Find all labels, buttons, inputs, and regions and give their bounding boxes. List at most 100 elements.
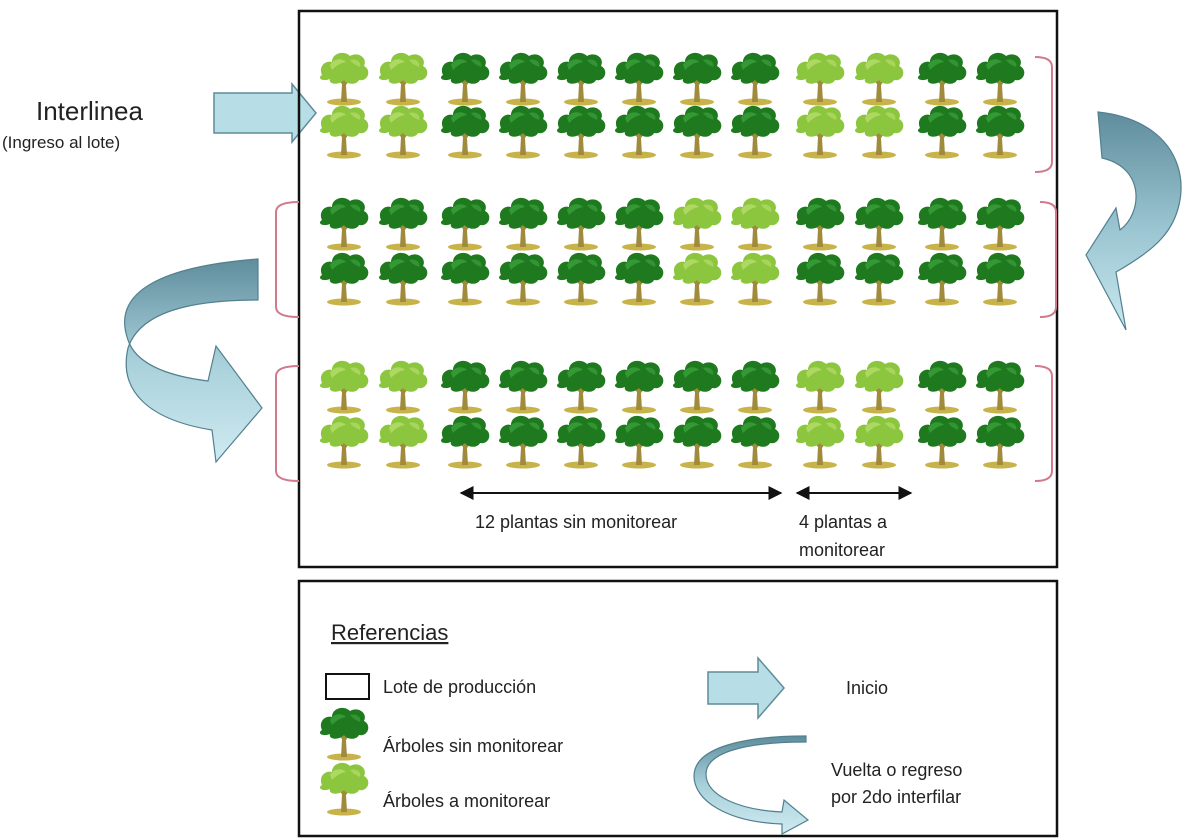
tree-unmonitored-icon: [319, 707, 369, 761]
legend-title: Referencias: [331, 620, 448, 645]
tree-unmonitored-icon: [917, 360, 967, 414]
tree-unmonitored-icon: [854, 197, 904, 251]
tree-unmonitored-icon: [975, 360, 1025, 414]
tree-unmonitored-icon: [440, 415, 490, 469]
tree-monitor-icon: [672, 197, 722, 251]
tree-unmonitored-icon: [614, 197, 664, 251]
measure-monitored-label-1: 4 plantas a: [799, 512, 888, 532]
tree-unmonitored-icon: [378, 197, 428, 251]
legend-vuelta-label-1: Vuelta o regreso: [831, 760, 962, 780]
legend-inicio-arrow: [707, 655, 785, 721]
tree-unmonitored-icon: [854, 252, 904, 306]
tree-unmonitored-icon: [556, 197, 606, 251]
tree-unmonitored-icon: [975, 252, 1025, 306]
tree-monitor-icon: [378, 360, 428, 414]
tree-monitor-icon: [795, 105, 845, 159]
return-arrow-left: [124, 258, 263, 464]
tree-unmonitored-icon: [730, 360, 780, 414]
return-arrow-right: [1085, 111, 1182, 331]
tree-monitor-icon: [319, 105, 369, 159]
tree-unmonitored-icon: [556, 415, 606, 469]
tree-unmonitored-icon: [440, 52, 490, 106]
tree-unmonitored-icon: [917, 105, 967, 159]
legend-inicio-label: Inicio: [846, 678, 888, 698]
tree-unmonitored-icon: [917, 252, 967, 306]
measure-monitored-label-2: monitorear: [799, 540, 885, 560]
legend-light-label: Árboles a monitorear: [383, 791, 550, 811]
bracket-right-pair2: [1039, 201, 1057, 318]
tree-monitor-icon: [854, 52, 904, 106]
tree-unmonitored-icon: [614, 252, 664, 306]
tree-unmonitored-icon: [378, 252, 428, 306]
tree-unmonitored-icon: [498, 105, 548, 159]
tree-unmonitored-icon: [795, 197, 845, 251]
tree-grid: [319, 52, 1025, 469]
tree-monitor-icon: [319, 762, 369, 816]
tree-unmonitored-icon: [440, 105, 490, 159]
tree-monitor-icon: [378, 415, 428, 469]
tree-unmonitored-icon: [975, 415, 1025, 469]
tree-monitor-icon: [795, 52, 845, 106]
tree-monitor-icon: [378, 52, 428, 106]
measure-unmonitored-label: 12 plantas sin monitorear: [475, 512, 677, 532]
tree-unmonitored-icon: [917, 415, 967, 469]
tree-unmonitored-icon: [917, 197, 967, 251]
legend-dark-tree-icon: [319, 707, 369, 761]
bracket-right-pair1: [1034, 56, 1053, 173]
tree-unmonitored-icon: [917, 52, 967, 106]
tree-monitor-icon: [378, 105, 428, 159]
tree-unmonitored-icon: [556, 52, 606, 106]
tree-unmonitored-icon: [975, 197, 1025, 251]
tree-unmonitored-icon: [614, 415, 664, 469]
bracket-right-pair3: [1034, 365, 1053, 482]
tree-unmonitored-icon: [730, 52, 780, 106]
tree-unmonitored-icon: [795, 252, 845, 306]
tree-unmonitored-icon: [498, 52, 548, 106]
legend-vuelta-label-2: por 2do interfilar: [831, 787, 961, 807]
tree-unmonitored-icon: [975, 105, 1025, 159]
tree-monitor-icon: [854, 105, 904, 159]
tree-unmonitored-icon: [498, 360, 548, 414]
tree-unmonitored-icon: [498, 252, 548, 306]
tree-unmonitored-icon: [672, 105, 722, 159]
tree-monitor-icon: [795, 360, 845, 414]
entry-subtitle: (Ingreso al lote): [2, 133, 120, 152]
legend-vuelta-arrow: [693, 735, 810, 836]
legend-lote-swatch: [325, 673, 370, 700]
tree-unmonitored-icon: [319, 197, 369, 251]
tree-unmonitored-icon: [319, 252, 369, 306]
tree-unmonitored-icon: [975, 52, 1025, 106]
tree-unmonitored-icon: [672, 52, 722, 106]
tree-unmonitored-icon: [498, 197, 548, 251]
tree-unmonitored-icon: [498, 415, 548, 469]
tree-unmonitored-icon: [440, 197, 490, 251]
tree-unmonitored-icon: [556, 252, 606, 306]
tree-monitor-icon: [672, 252, 722, 306]
row-brackets: [275, 56, 1057, 482]
tree-monitor-icon: [319, 415, 369, 469]
legend-lote-label: Lote de producción: [383, 677, 536, 697]
tree-monitor-icon: [319, 52, 369, 106]
tree-unmonitored-icon: [440, 360, 490, 414]
bracket-left-pair2: [275, 201, 300, 318]
tree-unmonitored-icon: [614, 360, 664, 414]
tree-monitor-icon: [854, 360, 904, 414]
legend-light-tree-icon: [319, 762, 369, 816]
legend-dark-label: Árboles sin monitorear: [383, 736, 563, 756]
entry-title: Interlinea: [36, 96, 143, 126]
tree-unmonitored-icon: [730, 105, 780, 159]
tree-monitor-icon: [854, 415, 904, 469]
tree-unmonitored-icon: [614, 52, 664, 106]
tree-monitor-icon: [730, 252, 780, 306]
tree-unmonitored-icon: [556, 360, 606, 414]
tree-unmonitored-icon: [672, 415, 722, 469]
bracket-left-pair3: [275, 365, 300, 482]
legend-border: [297, 579, 1059, 838]
tree-monitor-icon: [730, 197, 780, 251]
tree-unmonitored-icon: [672, 360, 722, 414]
tree-unmonitored-icon: [440, 252, 490, 306]
tree-monitor-icon: [795, 415, 845, 469]
tree-unmonitored-icon: [730, 415, 780, 469]
tree-unmonitored-icon: [556, 105, 606, 159]
